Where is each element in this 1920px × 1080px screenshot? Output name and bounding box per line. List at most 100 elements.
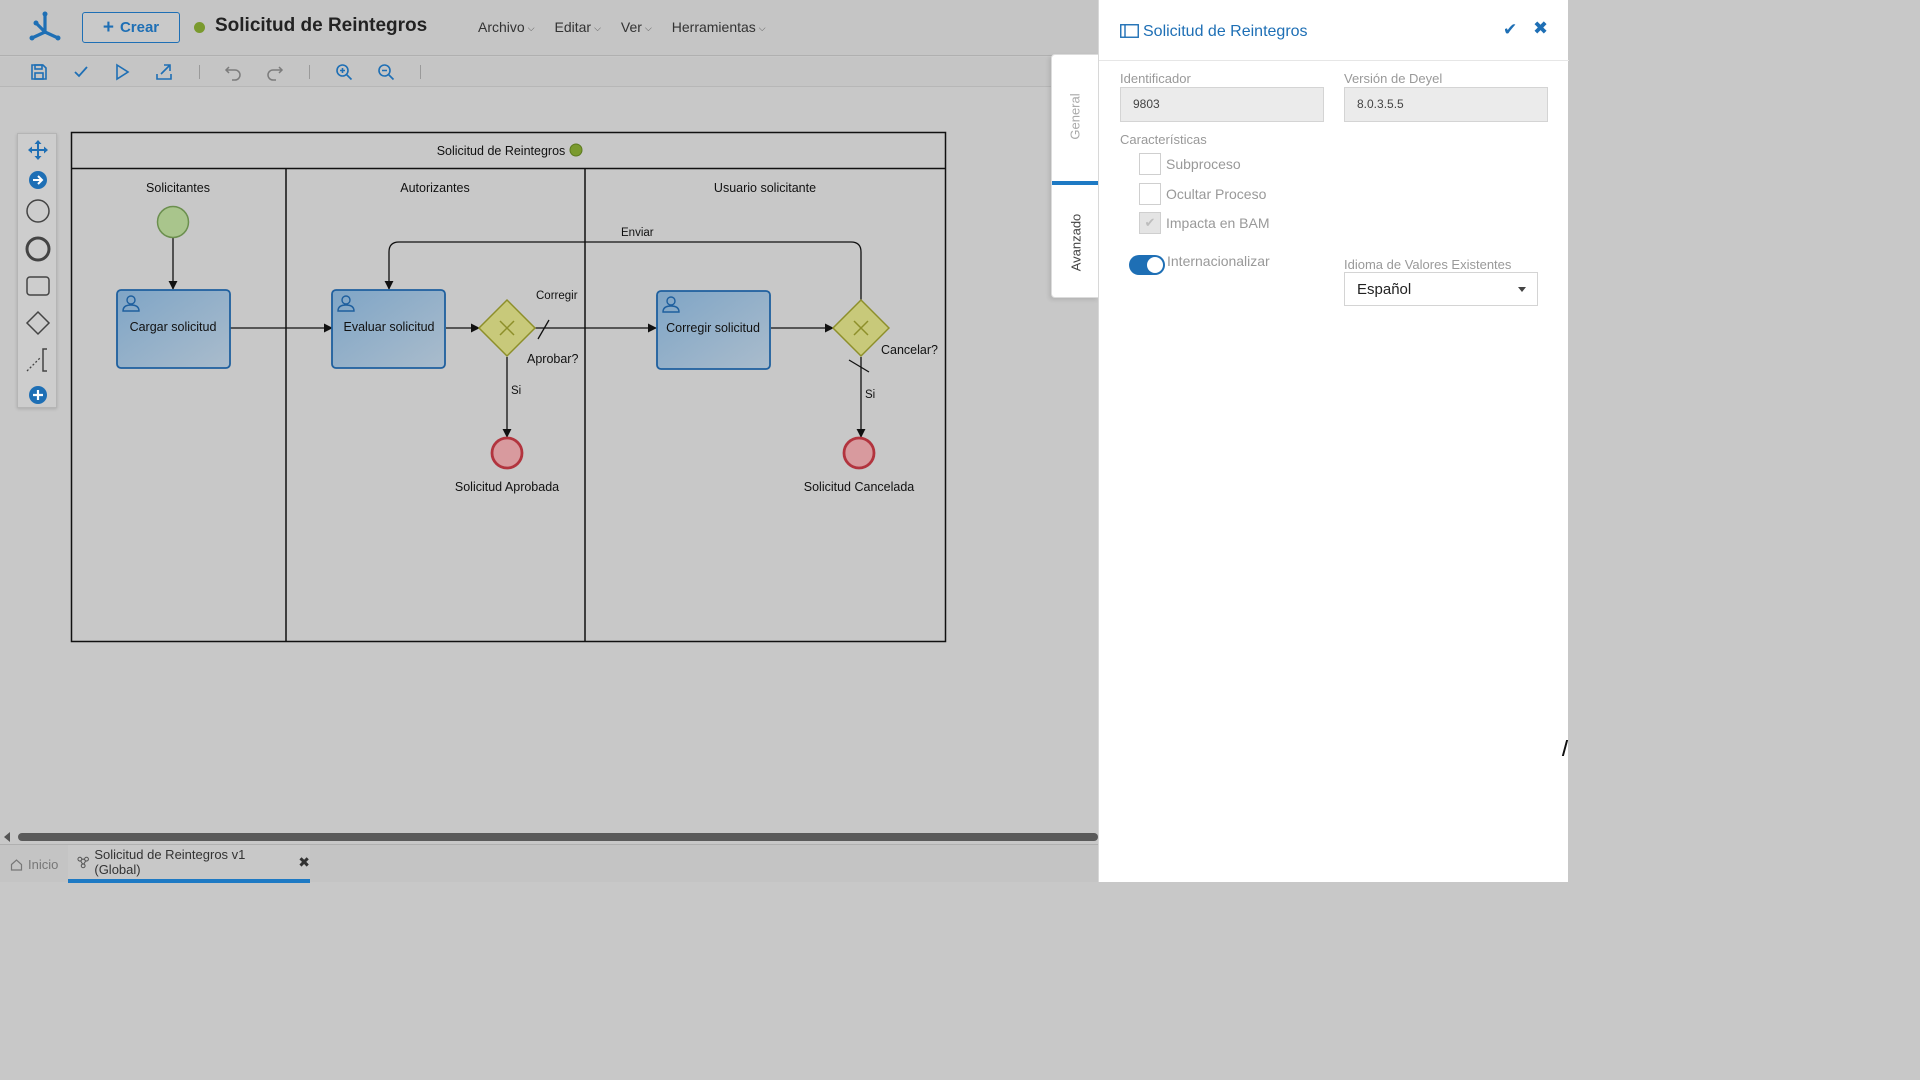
tab-avanzado[interactable]: Avanzado [1052, 181, 1099, 299]
characteristics-label: Características [1120, 132, 1207, 147]
annotation-icon[interactable] [22, 344, 54, 376]
task-corregir-solicitud[interactable]: Corregir solicitud [656, 290, 771, 370]
id-field: 9803 [1120, 87, 1324, 122]
panel-title: Solicitud de Reintegros [1143, 23, 1308, 40]
properties-panel: Solicitud de Reintegros ✔ ✖ Identificado… [1098, 0, 1569, 882]
redo-icon[interactable] [264, 61, 286, 83]
menu-herramientas[interactable]: Herramientas⌵ [671, 19, 766, 35]
end-event-aprobada[interactable] [490, 436, 524, 470]
caret-down-icon [1518, 287, 1526, 292]
checkbox-box[interactable] [1139, 153, 1161, 175]
export-icon[interactable] [153, 61, 175, 83]
end-label-cancelada: Solicitud Cancelada [804, 480, 915, 494]
gateway-label-cancelar: Cancelar? [881, 343, 938, 357]
save-icon[interactable] [28, 61, 50, 83]
confirm-check-icon[interactable]: ✔ [1503, 20, 1518, 39]
checkbox-impacta-bam[interactable]: ✔ Impacta en BAM [1139, 212, 1270, 234]
add-icon[interactable] [22, 379, 54, 411]
task-label: Corregir solicitud [666, 321, 760, 335]
checkbox-ocultar-proceso[interactable]: Ocultar Proceso [1139, 183, 1266, 205]
create-button[interactable]: + Crear [82, 12, 180, 43]
flow-label-corregir: Corregir [536, 290, 578, 302]
editor-toolbar [0, 57, 1098, 87]
lane-solicitantes[interactable]: Solicitantes [146, 181, 210, 195]
user-icon [662, 296, 680, 313]
default-flow-marker [537, 319, 550, 340]
flow-label-si: Si [865, 389, 875, 401]
home-icon [10, 858, 23, 871]
checkbox-box[interactable] [1139, 183, 1161, 205]
pool-title: Solicitud de Reintegros [437, 144, 566, 158]
toggle-knob [1147, 257, 1163, 273]
version-field: 8.0.3.5.5 [1344, 87, 1548, 122]
start-event-icon[interactable] [22, 195, 54, 227]
check-icon[interactable] [70, 61, 92, 83]
language-select[interactable]: Español [1344, 272, 1538, 306]
scrollbar-thumb[interactable] [18, 833, 1098, 841]
end-event-cancelada[interactable] [842, 436, 876, 470]
checkbox-subproceso[interactable]: Subproceso [1139, 153, 1241, 175]
gateway-icon[interactable] [22, 307, 54, 339]
checkbox-box[interactable]: ✔ [1139, 212, 1161, 234]
task-label: Evaluar solicitud [343, 320, 434, 334]
zoom-out-icon[interactable] [375, 61, 397, 83]
end-event-icon[interactable] [22, 233, 54, 265]
undo-icon[interactable] [222, 61, 244, 83]
process-icon [77, 856, 89, 868]
flow-label-si: Si [511, 385, 521, 397]
checkmark-icon: ✔ [1144, 215, 1156, 230]
chevron-down-icon: ⌵ [594, 22, 601, 33]
plus-icon: + [102, 17, 114, 38]
flow-enviar[interactable] [384, 241, 862, 300]
user-icon [337, 295, 355, 312]
language-label: Idioma de Valores Existentes [1344, 257, 1512, 272]
internationalize-toggle[interactable] [1129, 255, 1165, 275]
default-flow-marker [848, 359, 870, 373]
tab-general[interactable]: General [1068, 92, 1083, 140]
pool-status-indicator [569, 143, 583, 157]
lane-usuario-solicitante[interactable]: Usuario solicitante [714, 181, 816, 195]
process-title: Solicitud de Reintegros [215, 15, 428, 36]
id-label: Identificador [1120, 71, 1191, 86]
chevron-down-icon: ⌵ [758, 22, 766, 33]
task-icon[interactable] [22, 270, 54, 302]
end-label-aprobada: Solicitud Aprobada [455, 480, 559, 494]
panel-vertical-tabs: General Avanzado [1051, 54, 1099, 298]
toolbar-separator [420, 65, 421, 79]
app-header: + Crear Solicitud de Reintegros Archivo⌵… [0, 0, 1098, 56]
scroll-left-icon[interactable] [4, 832, 10, 842]
menu-ver[interactable]: Ver⌵ [620, 19, 652, 35]
pool[interactable] [70, 131, 947, 643]
gateway-cancelar[interactable] [831, 298, 891, 358]
tab-inicio[interactable]: Inicio [10, 845, 58, 883]
task-evaluar-solicitud[interactable]: Evaluar solicitud [331, 289, 446, 369]
process-status-indicator [194, 22, 205, 33]
toolbar-separator [199, 65, 200, 79]
diagram-canvas[interactable]: Solicitud de Reintegros Solicitantes Aut… [0, 88, 1098, 830]
deyel-logo-icon[interactable] [28, 10, 62, 44]
user-icon [122, 295, 140, 312]
start-event[interactable] [156, 205, 190, 239]
toolbar-separator [309, 65, 310, 79]
move-icon[interactable] [22, 134, 54, 166]
menu-editar[interactable]: Editar⌵ [554, 19, 601, 35]
gateway-aprobar[interactable] [477, 298, 537, 358]
bpmn-diagram: Solicitud de Reintegros Solicitantes Aut… [70, 131, 947, 643]
lane-autorizantes[interactable]: Autorizantes [400, 181, 469, 195]
zoom-in-icon[interactable] [333, 61, 355, 83]
flow-label-enviar: Enviar [621, 227, 654, 239]
internationalize-label: Internacionalizar [1167, 253, 1270, 269]
horizontal-scrollbar[interactable] [0, 830, 1098, 844]
tab-solicitud-reintegros[interactable]: Solicitud de Reintegros v1 (Global) ✖ [68, 845, 310, 883]
gateway-label-aprobar: Aprobar? [527, 352, 578, 366]
element-palette [17, 133, 57, 408]
main-menu: Archivo⌵ Editar⌵ Ver⌵ Herramientas⌵ [478, 19, 766, 35]
task-cargar-solicitud[interactable]: Cargar solicitud [116, 289, 231, 369]
close-tab-icon[interactable]: ✖ [298, 853, 310, 870]
task-label: Cargar solicitud [130, 320, 217, 334]
menu-archivo[interactable]: Archivo⌵ [478, 19, 535, 35]
close-panel-icon[interactable]: ✖ [1533, 18, 1549, 38]
play-icon[interactable] [111, 61, 133, 83]
connect-icon[interactable] [22, 164, 54, 196]
create-button-label: Crear [119, 19, 160, 36]
